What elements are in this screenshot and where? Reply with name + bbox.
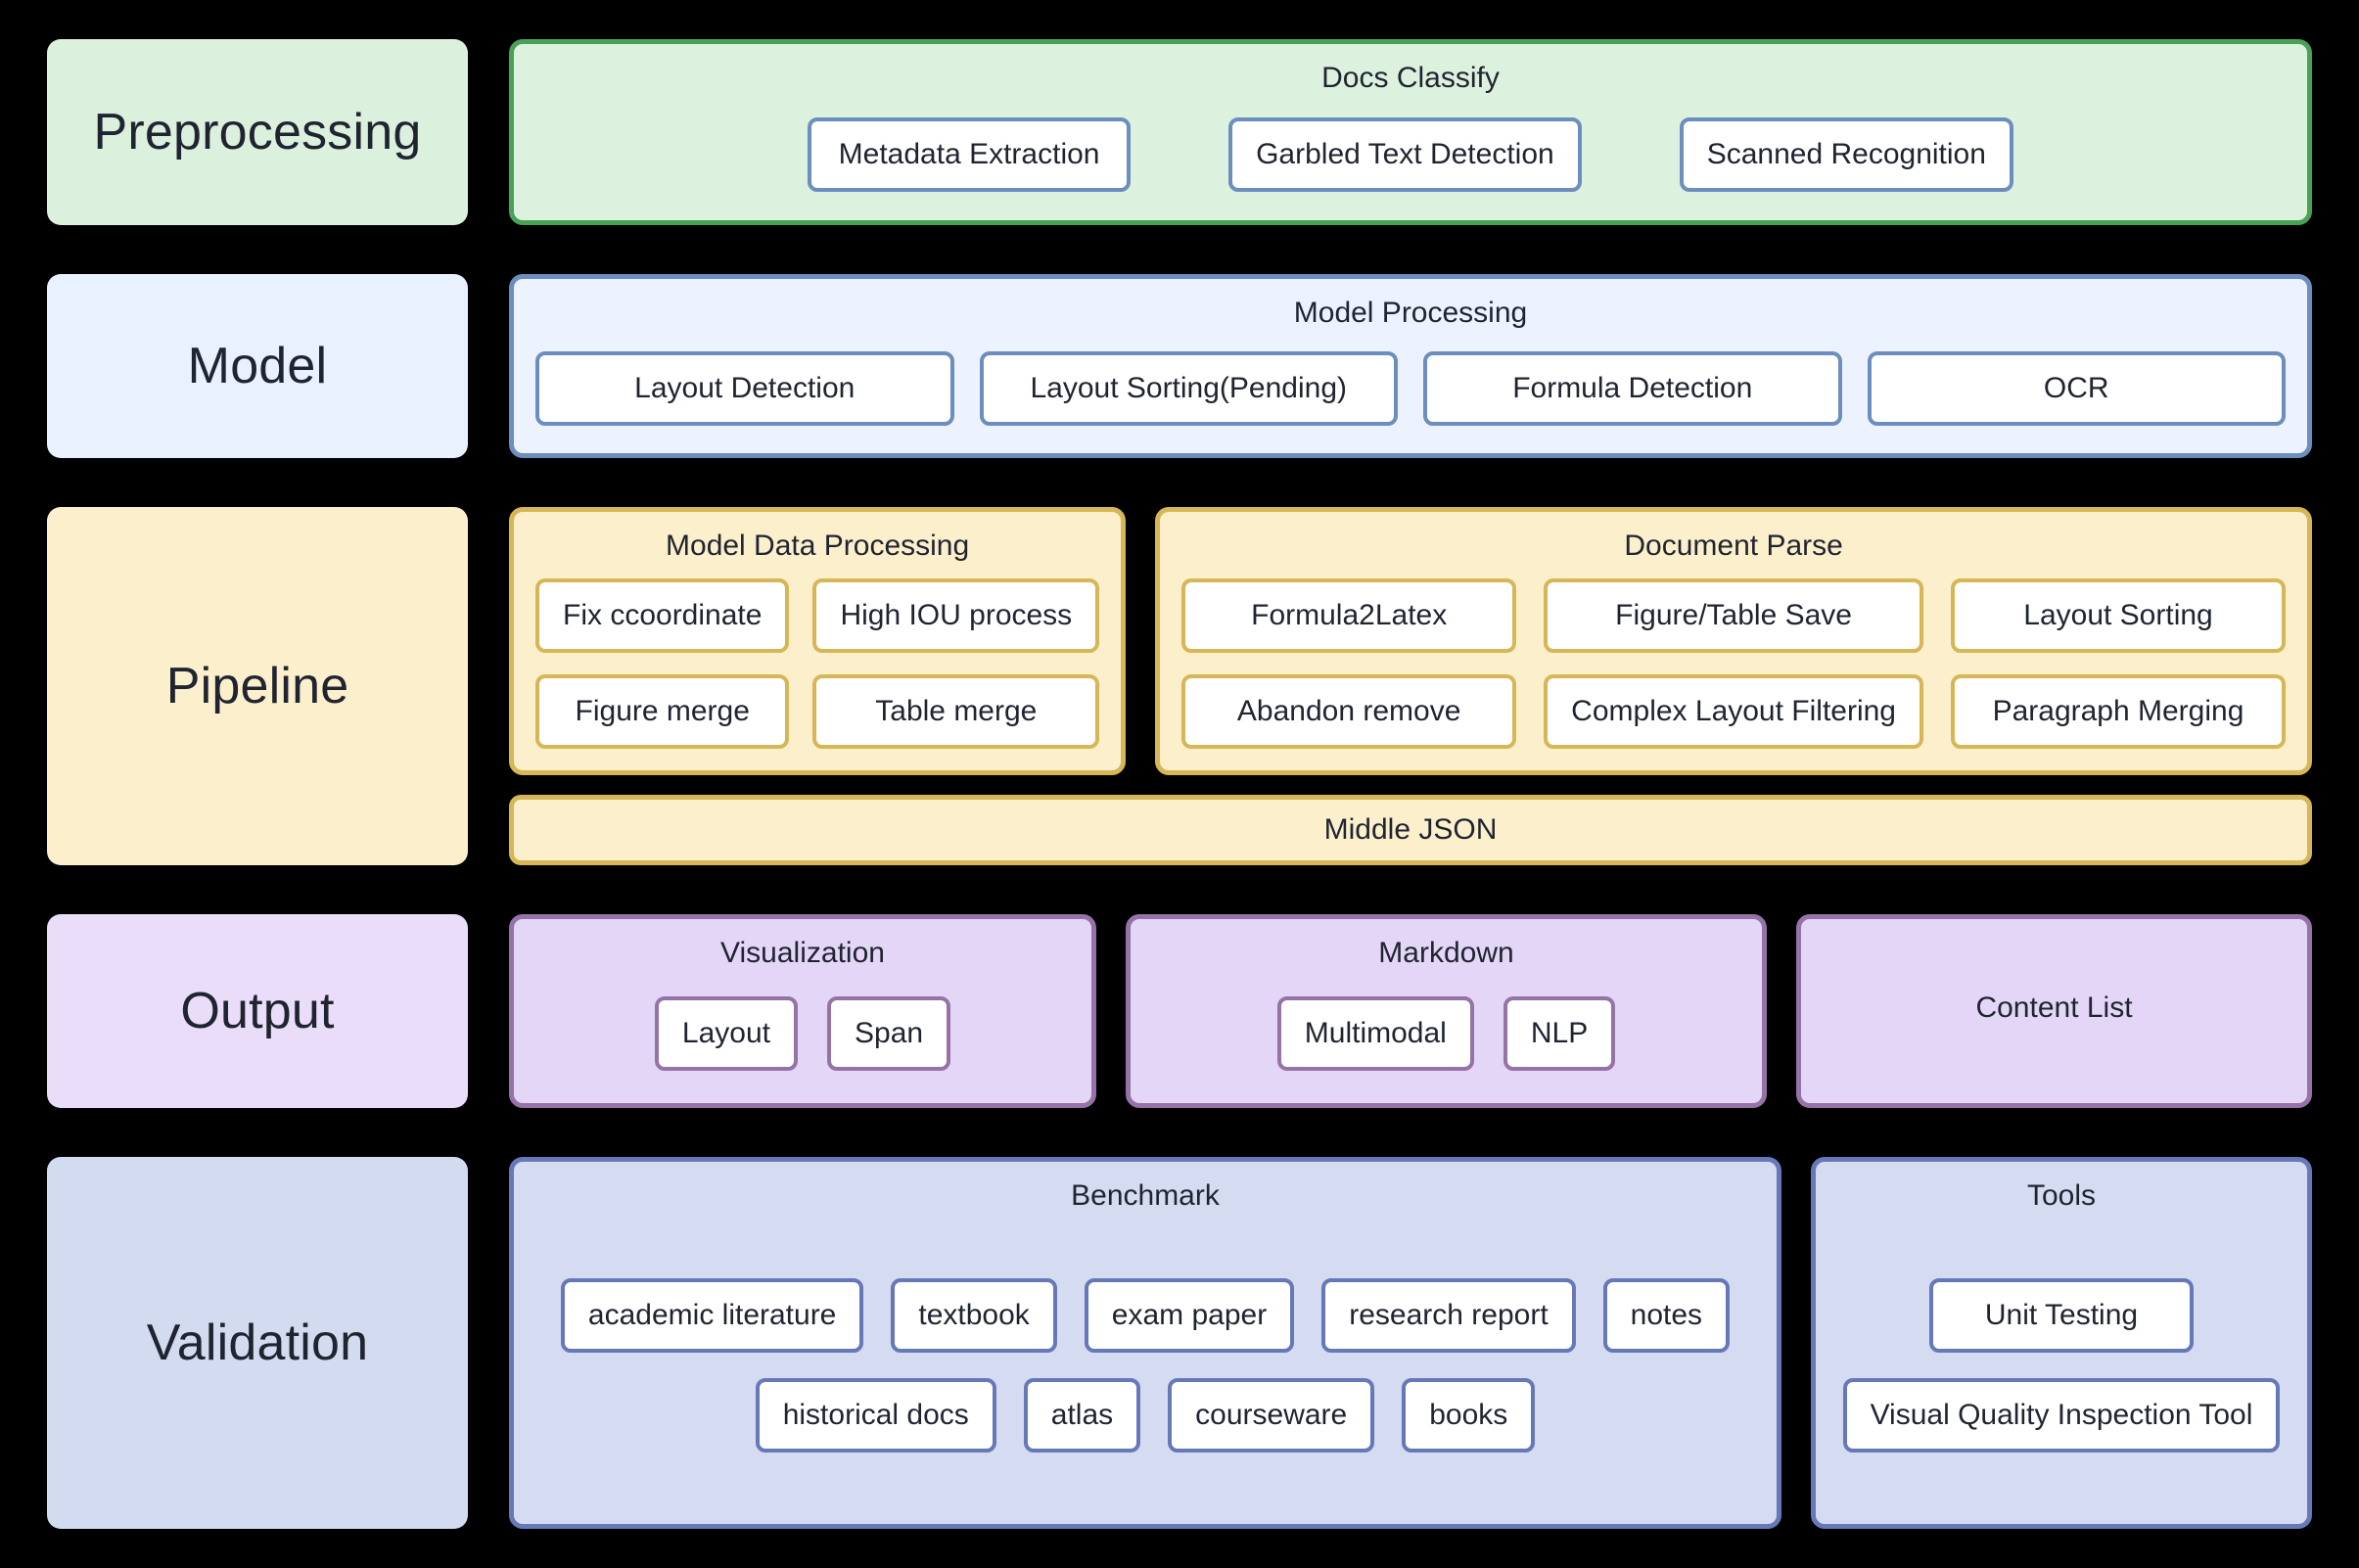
model-groups: Model Processing Layout Detection Layout… [509, 274, 2312, 459]
model-processing-chips: Layout Detection Layout Sorting(Pending)… [535, 346, 2286, 433]
chip-nlp[interactable]: NLP [1503, 995, 1616, 1071]
chip-textbook[interactable]: textbook [891, 1277, 1057, 1353]
chip-research-report[interactable]: research report [1321, 1277, 1576, 1353]
benchmark-chips: academic literature textbook exam paper … [535, 1227, 1755, 1502]
chip-layout-sorting[interactable]: Layout Sorting [1951, 577, 2286, 653]
group-title-document-parse: Document Parse [1624, 530, 1843, 563]
visualization-chips: Layout Span [535, 986, 1070, 1082]
group-title-markdown: Markdown [1378, 937, 1514, 970]
chip-garbled-text-detection[interactable]: Garbled Text Detection [1228, 116, 1582, 192]
chip-courseware[interactable]: courseware [1168, 1377, 1375, 1453]
group-tools: Tools Unit Testing Visual Quality Inspec… [1811, 1156, 2312, 1529]
model-data-processing-chips: Fix ccoordinate High IOU process Figure … [535, 577, 1100, 749]
group-content-list[interactable]: Content List [1796, 914, 2312, 1108]
pipeline-body: Model Data Processing Fix ccoordinate Hi… [509, 507, 2312, 866]
docs-classify-chips: Metadata Extraction Garbled Text Detecti… [535, 111, 2286, 200]
chip-exam-paper[interactable]: exam paper [1084, 1277, 1295, 1353]
preprocessing-groups: Docs Classify Metadata Extraction Garble… [509, 39, 2312, 226]
middle-json-bar[interactable]: Middle JSON [509, 795, 2312, 866]
chip-atlas[interactable]: atlas [1023, 1377, 1141, 1453]
group-visualization: Visualization Layout Span [509, 914, 1096, 1108]
chip-historical-docs[interactable]: historical docs [755, 1377, 996, 1453]
validation-groups: Benchmark academic literature textbook e… [509, 1156, 2312, 1529]
group-title-visualization: Visualization [720, 937, 885, 970]
model-body: Model Processing Layout Detection Layout… [509, 274, 2312, 459]
chip-multimodal[interactable]: Multimodal [1276, 995, 1474, 1071]
chip-paragraph-merging[interactable]: Paragraph Merging [1951, 673, 2286, 749]
chip-ocr[interactable]: OCR [1867, 350, 2286, 426]
stage-label-pipeline: Pipeline [47, 507, 468, 866]
stage-label-output: Output [47, 914, 468, 1108]
chip-figure-merge[interactable]: Figure merge [535, 673, 790, 749]
chip-visual-quality-inspection-tool[interactable]: Visual Quality Inspection Tool [1842, 1377, 2281, 1453]
group-title-benchmark: Benchmark [1071, 1178, 1220, 1212]
chip-notes[interactable]: notes [1602, 1277, 1731, 1353]
row-preprocessing: Preprocessing Docs Classify Metadata Ext… [47, 39, 2312, 226]
chip-metadata-extraction[interactable]: Metadata Extraction [808, 116, 1132, 192]
row-validation: Validation Benchmark academic literature… [47, 1156, 2312, 1529]
tools-chips: Unit Testing Visual Quality Inspection T… [1837, 1227, 2286, 1502]
group-model-data-processing: Model Data Processing Fix ccoordinate Hi… [509, 507, 1127, 776]
markdown-chips: Multimodal NLP [1152, 986, 1740, 1082]
chip-abandon-remove[interactable]: Abandon remove [1181, 673, 1517, 749]
chip-fix-ccoordinate[interactable]: Fix ccoordinate [535, 577, 790, 653]
group-title-model-processing: Model Processing [1293, 297, 1528, 330]
group-markdown: Markdown Multimodal NLP [1126, 914, 1767, 1108]
preprocessing-body: Docs Classify Metadata Extraction Garble… [509, 39, 2312, 226]
group-title-content-list: Content List [1975, 992, 2133, 1024]
chip-layout-detection[interactable]: Layout Detection [535, 350, 954, 426]
chip-academic-literature[interactable]: academic literature [560, 1277, 864, 1353]
group-document-parse: Document Parse Formula2Latex Figure/Tabl… [1155, 507, 2312, 776]
chip-complex-layout-filtering[interactable]: Complex Layout Filtering [1544, 673, 1923, 749]
group-title-docs-classify: Docs Classify [1321, 62, 1500, 94]
stage-label-model: Model [47, 274, 468, 459]
chip-books[interactable]: books [1402, 1377, 1536, 1453]
chip-scanned-recognition[interactable]: Scanned Recognition [1679, 116, 2013, 192]
pipeline-groups: Model Data Processing Fix ccoordinate Hi… [509, 507, 2312, 776]
chip-high-iou-process[interactable]: High IOU process [812, 577, 1100, 653]
output-groups: Visualization Layout Span Markdown Multi… [509, 914, 2312, 1108]
chip-layout-sorting-pending[interactable]: Layout Sorting(Pending) [979, 350, 1398, 426]
row-model: Model Model Processing Layout Detection … [47, 274, 2312, 459]
output-body: Visualization Layout Span Markdown Multi… [509, 914, 2312, 1108]
group-model-processing: Model Processing Layout Detection Layout… [509, 274, 2312, 459]
chip-span[interactable]: Span [827, 995, 951, 1071]
group-title-tools: Tools [2026, 1178, 2097, 1212]
chip-formula-detection[interactable]: Formula Detection [1423, 350, 1842, 426]
stage-label-preprocessing: Preprocessing [47, 39, 468, 226]
row-pipeline: Pipeline Model Data Processing Fix ccoor… [47, 507, 2312, 866]
chip-layout[interactable]: Layout [654, 995, 798, 1071]
chip-figure-table-save[interactable]: Figure/Table Save [1544, 577, 1923, 653]
group-docs-classify: Docs Classify Metadata Extraction Garble… [509, 39, 2312, 226]
row-output: Output Visualization Layout Span Markdow… [47, 914, 2312, 1108]
chip-unit-testing[interactable]: Unit Testing [1929, 1277, 2194, 1353]
validation-body: Benchmark academic literature textbook e… [509, 1156, 2312, 1529]
chip-formula2latex[interactable]: Formula2Latex [1181, 577, 1517, 653]
group-title-model-data-processing: Model Data Processing [666, 530, 970, 563]
stage-label-validation: Validation [47, 1156, 468, 1529]
chip-table-merge[interactable]: Table merge [812, 673, 1100, 749]
group-benchmark: Benchmark academic literature textbook e… [509, 1156, 1781, 1529]
document-parse-chips: Formula2Latex Figure/Table Save Layout S… [1181, 577, 2286, 749]
